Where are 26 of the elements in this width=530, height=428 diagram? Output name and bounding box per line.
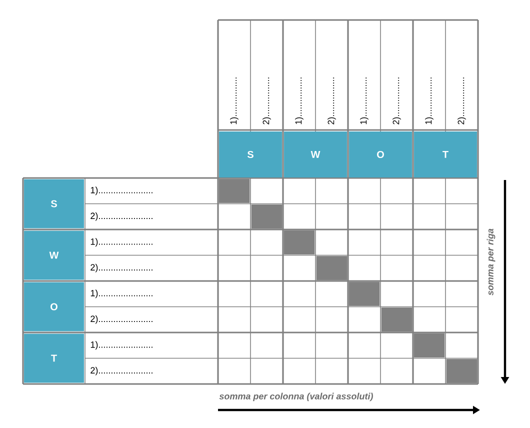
column-header: 1)................ xyxy=(360,78,368,124)
row-label: 2)...................... xyxy=(90,212,152,221)
header-cell: W xyxy=(284,132,347,178)
row-label: 1)...................... xyxy=(90,341,152,350)
axis-label: somma per colonna (valori assoluti) xyxy=(219,392,373,402)
header-cell: O xyxy=(349,132,412,178)
row-label: 2)...................... xyxy=(90,315,152,324)
column-header: 1)................ xyxy=(295,78,304,124)
row-label: 1)...................... xyxy=(90,186,152,196)
header-cell: O xyxy=(24,282,84,332)
column-header: 2)................ xyxy=(458,78,466,124)
header-cell: S xyxy=(24,179,84,228)
row-label: 1)...................... xyxy=(90,290,152,298)
header-cell: W xyxy=(24,230,84,280)
column-header: 2)................ xyxy=(262,78,271,124)
axis-label: somma per riga xyxy=(486,228,496,296)
header-cell: T xyxy=(414,132,477,178)
header-cell: T xyxy=(24,334,84,383)
row-label: 2)...................... xyxy=(90,264,152,272)
row-label: 1)...................... xyxy=(90,238,152,247)
column-header: 2)................ xyxy=(328,78,336,124)
header-cell: S xyxy=(219,132,282,178)
column-header: 1)................ xyxy=(230,78,238,124)
row-label: 2)...................... xyxy=(90,366,152,376)
column-header: 1)................ xyxy=(425,78,434,124)
column-header: 2)................ xyxy=(392,78,401,124)
